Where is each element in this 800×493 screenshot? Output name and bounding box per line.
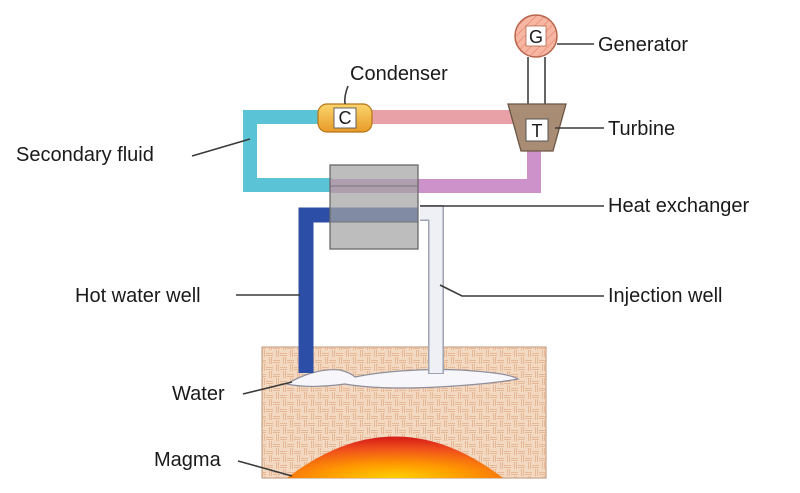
- water-reservoir: [285, 368, 520, 389]
- condenser-unit: C: [317, 103, 373, 133]
- secondary-fluid-label: Secondary fluid: [16, 144, 154, 166]
- injection-well-leader: [439, 284, 604, 297]
- secondary-fluid-pipe: [243, 110, 332, 192]
- condenser-turbine-pipe: [368, 110, 516, 124]
- magma-dome: [287, 436, 503, 478]
- magma-label: Magma: [154, 449, 222, 471]
- generator-unit: G: [514, 14, 558, 58]
- condenser-label: Condenser: [350, 63, 448, 85]
- water-label: Water: [172, 383, 225, 405]
- turbine-label: Turbine: [608, 118, 675, 140]
- condenser-leader: [344, 85, 349, 105]
- turbine-unit: T: [507, 103, 567, 152]
- generator-symbol: G: [529, 27, 543, 47]
- turbine-symbol: T: [532, 121, 543, 141]
- secondary-fluid-leader: [191, 138, 251, 157]
- heat-exchanger-label: Heat exchanger: [608, 195, 750, 217]
- water-leader: [242, 381, 293, 395]
- hot-water-well-label: Hot water well: [75, 285, 201, 307]
- condenser-symbol: C: [339, 108, 352, 128]
- injection-well-label: Injection well: [608, 285, 723, 307]
- generator-label: Generator: [598, 34, 688, 56]
- magma-leader: [237, 460, 293, 477]
- heat-exchanger-box: [329, 164, 419, 250]
